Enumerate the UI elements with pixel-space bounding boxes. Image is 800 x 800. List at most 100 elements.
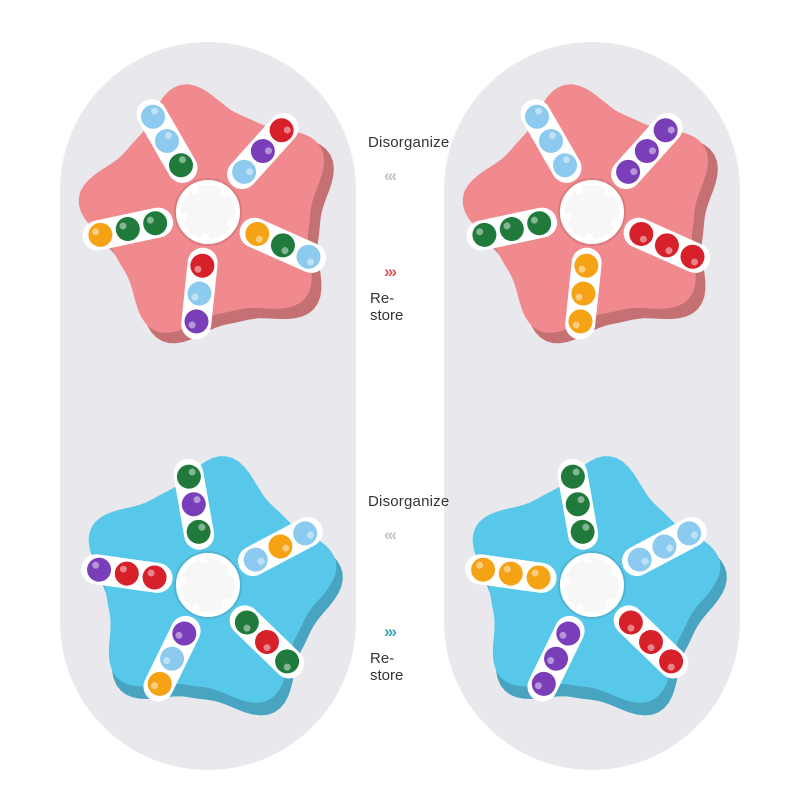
ball <box>181 492 206 517</box>
ball-slot <box>605 598 689 679</box>
ball-highlight <box>572 321 580 329</box>
ball <box>245 221 270 246</box>
forward-arrows-icon-top: ››› <box>384 262 397 281</box>
ball-highlight <box>667 663 675 671</box>
ball-highlight <box>178 156 186 164</box>
slot-tab <box>176 213 187 223</box>
ball-highlight <box>559 631 567 639</box>
slot-tab <box>584 233 594 245</box>
ball-highlight <box>265 147 273 155</box>
ball-highlight <box>476 228 484 236</box>
ball <box>653 118 678 143</box>
blue-spinner-sorted <box>452 445 732 725</box>
ball-highlight <box>246 168 254 176</box>
ball-highlight <box>641 557 649 565</box>
ball-slot <box>173 458 215 564</box>
ball-highlight <box>281 247 289 255</box>
slot-tab <box>560 213 571 223</box>
ball-highlight <box>283 126 291 134</box>
ball <box>616 159 641 184</box>
slot-tab <box>573 183 584 195</box>
ball <box>115 217 140 242</box>
ball-highlight <box>547 657 555 665</box>
ball-slot <box>527 603 586 702</box>
center-button-face <box>181 185 235 239</box>
ball-slot <box>221 598 305 679</box>
ball <box>169 153 193 178</box>
back-arrows-icon-bottom: ‹‹‹ <box>384 525 397 544</box>
ball <box>638 629 663 654</box>
ball-highlight <box>193 496 201 504</box>
ball <box>571 281 596 306</box>
ball <box>147 671 172 696</box>
ball <box>160 646 185 671</box>
slot-tab <box>610 567 622 578</box>
ball-highlight <box>92 228 100 236</box>
ball-highlight <box>188 468 196 476</box>
ball-slot <box>565 233 602 340</box>
ball-slot <box>143 603 202 702</box>
ball <box>556 621 581 646</box>
restore-label-line1: Re- <box>370 650 395 667</box>
slot-tab <box>605 598 617 610</box>
restore-label-line1: Re- <box>370 290 395 307</box>
ball-highlight <box>503 565 511 573</box>
ball-highlight <box>630 168 638 176</box>
ball <box>565 492 590 517</box>
ball <box>570 519 595 544</box>
ball <box>250 139 275 164</box>
ball-slot <box>611 217 711 273</box>
ball-highlight <box>627 624 635 632</box>
ball <box>652 534 677 559</box>
ball <box>531 671 556 696</box>
spinner-graphic <box>465 456 727 716</box>
spinner-graphic <box>462 84 718 344</box>
ball-highlight <box>263 644 271 652</box>
ball-highlight <box>531 569 539 577</box>
spinner-graphic <box>81 456 343 716</box>
slot-tab <box>176 576 187 586</box>
ball-highlight <box>119 565 127 573</box>
ball <box>232 159 257 184</box>
ball <box>88 222 113 247</box>
ball-highlight <box>476 561 484 569</box>
ball-slot <box>557 458 599 564</box>
slot-tab <box>575 603 586 615</box>
disorganize-label-top: Disorganize <box>368 134 450 151</box>
ball-highlight <box>191 293 199 301</box>
ball <box>187 281 212 306</box>
center-button-face <box>181 558 235 612</box>
ball <box>568 309 593 334</box>
restore-label-top: Re- store <box>370 290 403 324</box>
restore-label-bottom: Re- store <box>370 650 403 684</box>
ball <box>526 565 551 590</box>
ball-highlight <box>562 156 570 164</box>
ball <box>155 128 179 153</box>
ball <box>172 621 197 646</box>
ball <box>176 464 201 489</box>
slot-tab <box>560 576 571 586</box>
ball-highlight <box>92 561 100 569</box>
slot-tab <box>226 567 238 578</box>
ball-highlight <box>691 258 699 266</box>
ball <box>472 222 497 247</box>
ball <box>553 153 577 178</box>
ball-highlight <box>164 132 172 140</box>
ball-slot <box>610 516 707 578</box>
ball <box>141 104 165 129</box>
ball-highlight <box>163 657 171 665</box>
ball <box>143 211 168 236</box>
slot-tab <box>221 598 233 610</box>
ball-highlight <box>175 631 183 639</box>
center-button-face <box>565 185 619 239</box>
ball <box>243 547 268 572</box>
slot-tab <box>582 553 592 564</box>
ball-highlight <box>503 222 511 230</box>
spinner-graphic <box>78 84 334 344</box>
ball-highlight <box>198 523 206 531</box>
ball <box>539 128 563 153</box>
slot-tab <box>604 186 616 198</box>
ball <box>618 610 643 635</box>
ball <box>677 521 702 546</box>
ball-slot <box>226 516 323 578</box>
